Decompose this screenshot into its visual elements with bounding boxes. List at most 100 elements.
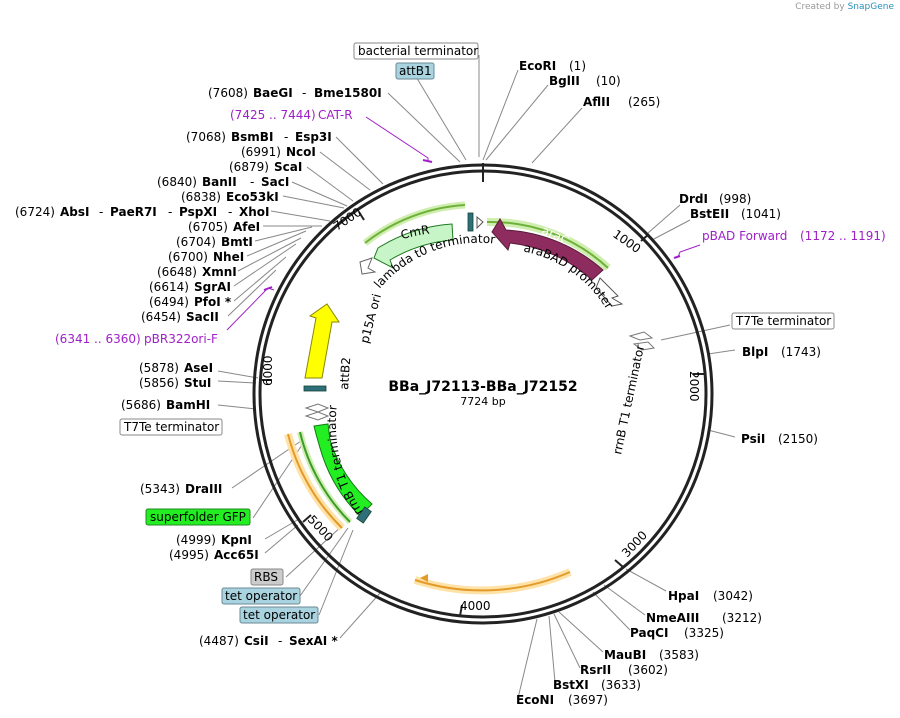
enzyme-pfoi: PfoI * (194, 295, 232, 309)
tick-1000: 1000 (610, 227, 643, 256)
tick-6000: 6000 (261, 355, 275, 386)
label-t7te-left: T7Te terminator (123, 420, 219, 434)
enzyme-rsrii: RsrII (580, 663, 611, 677)
svg-text:(10): (10) (596, 74, 621, 88)
svg-text:(998): (998) (719, 192, 751, 206)
scale-ticks (262, 163, 704, 617)
enzyme-baegi: BaeGI (253, 86, 293, 100)
p15a-ori-arrow (304, 303, 340, 379)
terminator-mark (476, 215, 484, 230)
snapgene-credit: Created by SnapGene (795, 2, 894, 12)
enzyme-draiii: DraIII (185, 482, 222, 496)
arabad-promoter-arrow (595, 277, 624, 307)
tick-4000: 4000 (460, 599, 491, 613)
t7te-left-arrow (304, 403, 330, 413)
plasmid-name: BBa_J72113-BBa_J72152 (388, 379, 577, 395)
svg-text:(6840): (6840) (157, 175, 197, 189)
enzyme-bsmbi: BsmBI (231, 130, 273, 144)
primer-pbr322-name: pBR322ori-F (144, 332, 218, 346)
enzyme-afei: AfeI (233, 220, 260, 234)
enzyme-aflii: AflII (583, 95, 610, 109)
enzyme-econi: EcoNI (516, 693, 554, 707)
credit-brand: SnapGene (847, 2, 894, 12)
enzyme-eco53ki: Eco53kI (226, 190, 279, 204)
primer-cat-r-name: CAT-R (318, 108, 353, 122)
svg-text:(6838): (6838) (181, 190, 221, 204)
p15a-label: p15A ori (357, 292, 384, 344)
attb2-label: attB2 (337, 357, 353, 391)
enzyme-xhoi: XhoI (239, 205, 270, 219)
enzyme-asei: AseI (184, 361, 213, 375)
enzyme-acc65i: Acc65I (214, 548, 259, 562)
enzyme-bme1580i: Bme1580I (314, 86, 382, 100)
svg-text:(3633): (3633) (601, 678, 641, 692)
boxed-labels: bacterial terminator attB1 T7Te terminat… (119, 42, 835, 624)
cmr-label: CmR (399, 223, 430, 242)
svg-text:(6724): (6724) (15, 205, 55, 219)
enzyme-blpi: BlpI (742, 345, 768, 359)
primers: (7425 .. 7444) CAT-R pBAD Forward (1172 … (55, 108, 886, 346)
superfolder-gfp-arrow (313, 423, 373, 517)
attb1-mark (467, 212, 474, 232)
enzyme-bmti: BmtI (221, 235, 253, 249)
enzyme-xmni: XmnI (202, 265, 237, 279)
svg-text:(265): (265) (628, 95, 660, 109)
svg-text:(5686): (5686) (121, 398, 161, 412)
svg-text:(6879): (6879) (229, 160, 269, 174)
svg-text:(3325): (3325) (684, 626, 724, 640)
enzyme-esp3i: Esp3I (295, 130, 332, 144)
enzyme-pspxi: PspXI (179, 205, 217, 219)
svg-text:(3602): (3602) (628, 663, 668, 677)
enzyme-nhei: NheI (213, 250, 244, 264)
label-attb1: attB1 (399, 64, 432, 78)
enzyme-banii: BanII (202, 175, 237, 189)
t7te-right-arrow (628, 331, 654, 341)
enzyme-bglii: BglII (549, 74, 580, 88)
label-bacterial-terminator: bacterial terminator (358, 44, 478, 58)
svg-text:(1): (1) (569, 59, 586, 73)
svg-text:-: - (168, 205, 172, 219)
enzyme-absi: AbsI (60, 205, 89, 219)
svg-text:(6494): (6494) (149, 295, 189, 309)
enzyme-sexai: SexAI * (289, 634, 338, 648)
rrnb-right-label: rrnB T1 terminator (610, 343, 647, 455)
arac-arrow (491, 218, 604, 281)
primer-pbr322-range: (6341 .. 6360) (55, 332, 141, 346)
enzyme-paqci: PaqCI (630, 626, 668, 640)
leader-lines (217, 55, 736, 699)
svg-text:(4487): (4487) (199, 634, 239, 648)
svg-text:(3042): (3042) (713, 589, 753, 603)
svg-text:-: - (284, 130, 288, 144)
label-tet-operator-1: tet operator (225, 589, 297, 603)
label-superfolder-gfp: superfolder GFP (150, 510, 246, 524)
lambda-terminator-arrow (359, 257, 377, 275)
svg-text:(3212): (3212) (722, 611, 762, 625)
svg-text:(4995): (4995) (169, 548, 209, 562)
tick-2000: 2000 (687, 371, 701, 402)
label-rbs: RBS (254, 570, 278, 584)
enzyme-stui: StuI (184, 376, 211, 390)
enzyme-psii: PsiI (741, 432, 765, 446)
svg-text:(5856): (5856) (139, 376, 179, 390)
svg-text:-: - (228, 205, 232, 219)
enzymes-left: (7608) BaeGI - Bme1580I (7068) BsmBI - E… (15, 86, 382, 648)
svg-text:(7608): (7608) (208, 86, 248, 100)
svg-text:(6700): (6700) (168, 250, 208, 264)
svg-text:(6648): (6648) (157, 265, 197, 279)
enzyme-ncoi: NcoI (286, 145, 316, 159)
enzyme-nmeaiii: NmeAIII (646, 611, 699, 625)
svg-text:(1743): (1743) (781, 345, 821, 359)
enzyme-bamhi: BamHI (166, 398, 210, 412)
enzyme-ecori: EcoRI (519, 59, 556, 73)
svg-text:(6991): (6991) (241, 145, 281, 159)
primer-pbad-range: (1172 .. 1191) (800, 229, 886, 243)
enzyme-bstxi: BstXI (553, 678, 589, 692)
rbs-mark (356, 506, 372, 524)
enzyme-csii: CsiI (244, 634, 269, 648)
svg-text:(5878): (5878) (139, 361, 179, 375)
svg-text:(3583): (3583) (659, 648, 699, 662)
svg-text:(4999): (4999) (176, 533, 216, 547)
plasmid-size: 7724 bp (460, 395, 505, 408)
label-t7te-right: T7Te terminator (735, 314, 831, 328)
primer-cat-r-range: (7425 .. 7444) (230, 108, 316, 122)
